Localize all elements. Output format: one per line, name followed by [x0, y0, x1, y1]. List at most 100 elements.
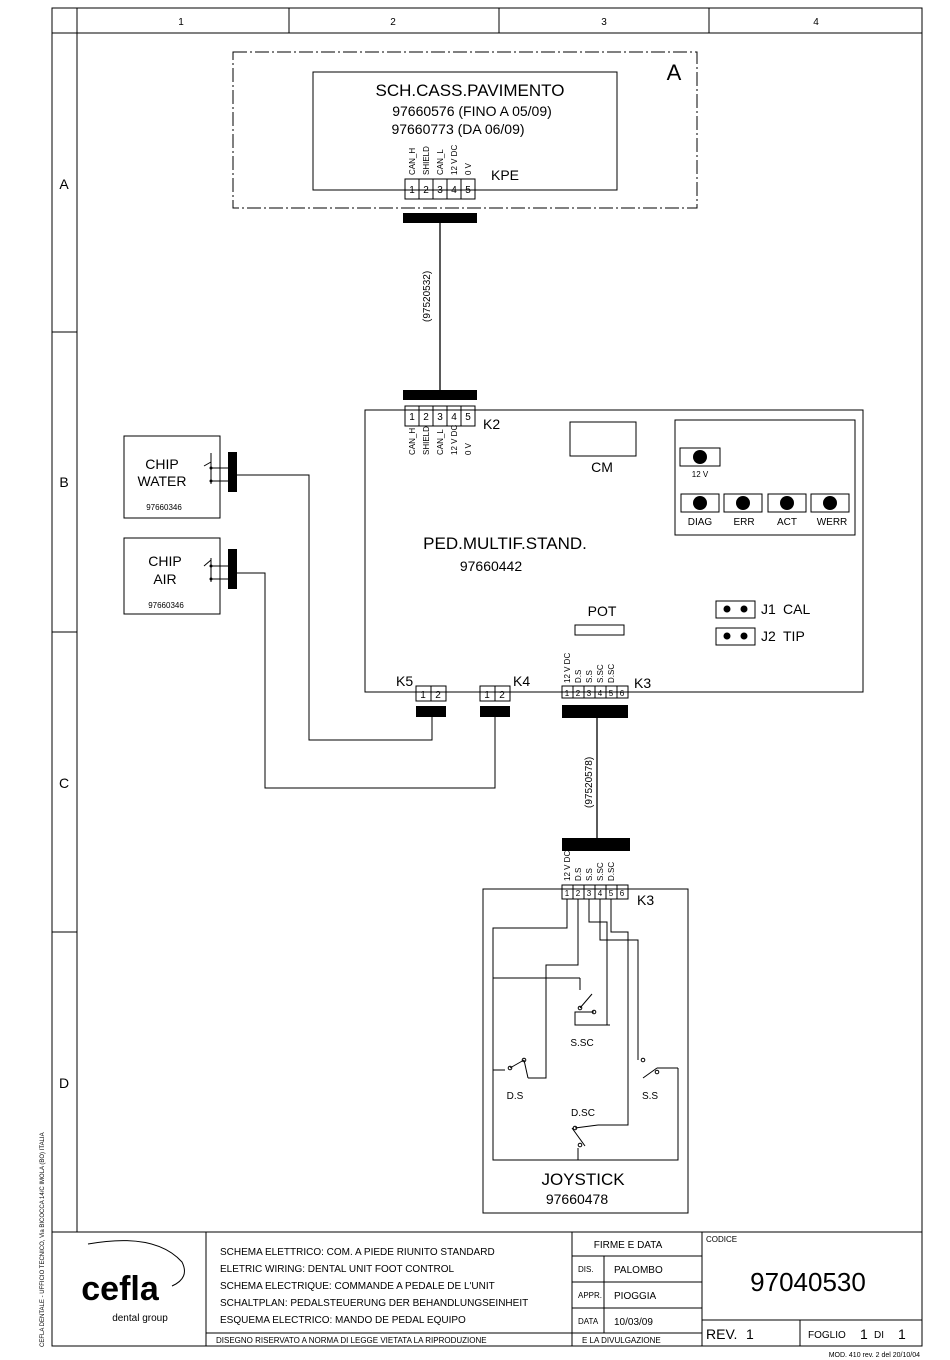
cm-module	[569, 421, 637, 457]
k3-connector-board: 1 2 3 4 5 6	[561, 685, 629, 699]
led-label: ACT	[777, 517, 797, 528]
pin-number: 2	[576, 889, 581, 898]
pin-number: 6	[620, 889, 625, 898]
approved-by-value: PIOGGIA	[614, 1291, 657, 1302]
pin-label: D.S	[574, 868, 583, 881]
pin-label: 12 V DC	[450, 425, 459, 455]
row-label: A	[59, 176, 69, 192]
chip-water-box	[123, 435, 221, 519]
k5-plug	[416, 706, 446, 717]
pin-number: 2	[499, 690, 505, 701]
k2-connector: 1 2 3 4 5	[404, 405, 476, 427]
joystick-box	[482, 888, 689, 1214]
logo-subtext: dental group	[112, 1313, 168, 1324]
description-line: ESQUEMA ELECTRICO: MANDO DE PEDAL EQUIPO	[220, 1315, 466, 1326]
pin-number: 3	[437, 412, 443, 423]
row-label: D	[59, 1075, 69, 1091]
joystick-k3-connector: 1 2 3 4 5 6	[561, 884, 629, 900]
led-dot	[693, 450, 707, 464]
pin-number: 3	[587, 889, 592, 898]
chip-air-switch	[203, 549, 237, 589]
date-value: 10/03/09	[614, 1317, 653, 1328]
pin-number: 5	[465, 185, 471, 196]
pin-number: 3	[587, 689, 592, 698]
pin-label: 0 V	[464, 442, 473, 455]
cefla-logo: cefla dental group	[81, 1240, 185, 1324]
pin-label: S.SC	[596, 862, 605, 881]
sheet-label: FOGLIO	[808, 1330, 846, 1341]
cable-plug-bottom	[403, 390, 477, 400]
group-a-boundary	[232, 51, 698, 209]
column-label: 4	[813, 17, 819, 28]
pin-label: SHIELD	[422, 426, 431, 455]
floor-board-code-2: 97660773 (DA 06/09)	[391, 121, 524, 137]
kpe-label: KPE	[491, 167, 519, 183]
k3-label: K3	[634, 675, 651, 691]
jumper-function: TIP	[783, 628, 805, 644]
drawn-by-value: PALOMBO	[614, 1265, 663, 1276]
floor-board-title: SCH.CASS.PAVIMENTO	[376, 81, 565, 100]
k5-connector: 1 2	[415, 685, 447, 702]
drawn-by-label: DIS.	[578, 1265, 594, 1274]
pin-number: 1	[409, 185, 415, 196]
pin-label: CAN_H	[408, 148, 417, 175]
pin-number: 4	[598, 889, 603, 898]
joystick-title: JOYSTICK	[541, 1170, 625, 1189]
kpe-pin-labels: CAN_H SHIELD CAN_L 12 V DC 0 V	[408, 145, 473, 175]
pin-label: CAN_L	[436, 429, 445, 455]
k4-label: K4	[513, 673, 530, 689]
pin-number: 2	[576, 689, 581, 698]
potentiometer	[574, 624, 625, 636]
pin-number: 4	[451, 412, 457, 423]
pin-number: 5	[609, 889, 614, 898]
pin-label: CAN_H	[408, 428, 417, 455]
revision-label: REV.	[706, 1326, 737, 1342]
pin-label: D.SC	[607, 862, 616, 881]
jumper-label: J2	[761, 628, 776, 644]
led-12v: 12 V	[679, 447, 721, 479]
cable-plug-top	[403, 213, 477, 223]
led-label: DIAG	[688, 517, 713, 528]
pin-label: S.S	[585, 868, 594, 881]
k2-pin-labels: CAN_H SHIELD CAN_L 12 V DC 0 V	[408, 425, 473, 455]
pin-number: 5	[609, 689, 614, 698]
switch-s-s: S.S	[640, 1057, 678, 1102]
led-label: ERR	[733, 517, 754, 528]
pin-number: 2	[423, 412, 429, 423]
switch-label: D.S	[507, 1091, 524, 1102]
description-line: ELETRIC WIRING: DENTAL UNIT FOOT CONTROL	[220, 1264, 455, 1275]
switch-label: S.SC	[570, 1038, 593, 1049]
chip-air-line1: CHIP	[148, 553, 181, 569]
pin-number: 1	[409, 412, 415, 423]
k4-connector: 1 2	[479, 685, 511, 702]
description-line: SCHEMA ELECTRIQUE: COMMANDE A PEDALE DE …	[220, 1281, 495, 1292]
reproduction-notice-2: E LA DIVULGAZIONE	[582, 1336, 661, 1345]
k3-pin-labels: 12 V DC D.S S.S S.SC D.SC	[563, 653, 616, 683]
pin-number: 2	[423, 185, 429, 196]
pin-number: 6	[620, 689, 625, 698]
pin-label: SHIELD	[422, 146, 431, 175]
switch-label: S.S	[642, 1091, 658, 1102]
jumper-function: CAL	[783, 601, 810, 617]
pot-label: POT	[588, 603, 617, 619]
column-label: 1	[178, 17, 184, 28]
led-dot	[693, 496, 707, 510]
pin-label: 0 V	[464, 162, 473, 175]
switch-label: D.SC	[571, 1108, 595, 1119]
drawing-frame	[51, 7, 923, 1347]
joystick-k3-label: K3	[637, 892, 654, 908]
sheet-value: 1	[860, 1326, 868, 1342]
pin-number: 1	[420, 690, 426, 701]
pin-number: 5	[465, 412, 471, 423]
row-label: B	[59, 474, 68, 490]
pin-label: D.SC	[607, 664, 616, 683]
main-board-title: PED.MULTIF.STAND.	[423, 534, 587, 553]
k2-label: K2	[483, 416, 500, 432]
joystick-internal-wiring	[492, 899, 679, 1161]
sheet-total: 1	[898, 1326, 906, 1342]
jumper-label: J1	[761, 601, 776, 617]
side-note: CEFLA DENTALE - UFFICIO TECNICO, Via BIC…	[40, 1132, 46, 1347]
description-line: SCHEMA ELETTRICO: COM. A PIEDE RIUNITO S…	[220, 1247, 495, 1258]
led-dot	[780, 496, 794, 510]
